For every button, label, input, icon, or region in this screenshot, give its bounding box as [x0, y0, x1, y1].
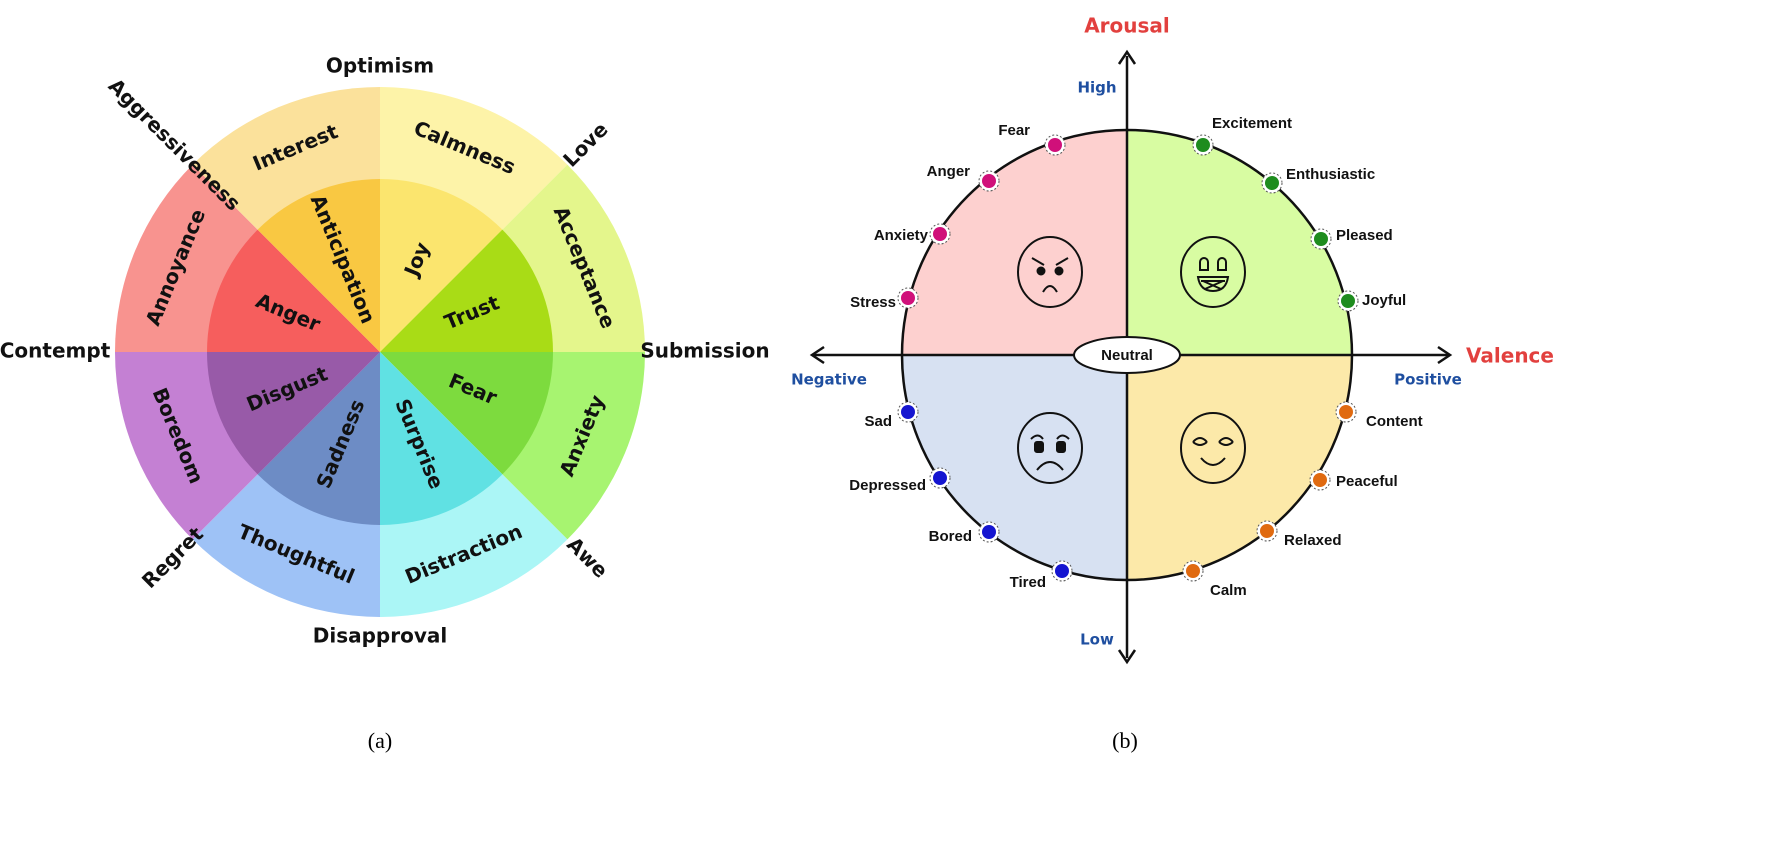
- dyad-label: Love: [558, 117, 613, 172]
- content-face-icon: [1180, 412, 1246, 484]
- neutral-label: Neutral: [1101, 347, 1153, 364]
- valence-positive-label: Positive: [1394, 371, 1462, 389]
- emotion-point: Stress: [850, 287, 919, 311]
- valence-title: Valence: [1466, 344, 1554, 368]
- emotion-point: Calm: [1182, 560, 1247, 599]
- dyad-label: Disapproval: [313, 624, 447, 648]
- emotion-point: Peaceful: [1309, 469, 1398, 491]
- excited-face-icon: [1180, 236, 1246, 308]
- inner-sector: [380, 352, 553, 475]
- point-dot: [933, 227, 947, 241]
- emotion-point: Fear: [998, 122, 1066, 156]
- emotion-point: Relaxed: [1256, 520, 1342, 549]
- emotion-point: Joyful: [1337, 290, 1406, 312]
- inner-sector: [380, 179, 503, 352]
- dyad-label: Regret: [137, 522, 208, 593]
- caption-a: (a): [368, 728, 392, 753]
- point-dot: [933, 471, 947, 485]
- emotion-point: Sad: [864, 401, 919, 430]
- point-dot: [1055, 564, 1069, 578]
- point-dot: [1339, 405, 1353, 419]
- point-label: Relaxed: [1284, 532, 1342, 549]
- arrow-down-icon: [1117, 649, 1137, 665]
- dyad-label: Awe: [562, 532, 613, 583]
- point-label: Anxiety: [874, 227, 929, 244]
- dyad-label: Optimism: [326, 54, 434, 78]
- point-dot: [901, 291, 915, 305]
- inner-sector: [257, 179, 380, 352]
- arousal-title: Arousal: [1084, 14, 1170, 38]
- point-label: Pleased: [1336, 227, 1393, 244]
- emotion-point: Tired: [1010, 560, 1073, 591]
- point-dot: [982, 525, 996, 539]
- emotion-point: Pleased: [1310, 227, 1393, 250]
- point-label: Enthusiastic: [1286, 166, 1375, 183]
- point-dot: [901, 405, 915, 419]
- emotion-point: Depressed: [849, 467, 951, 494]
- point-dot: [1314, 232, 1328, 246]
- point-label: Depressed: [849, 477, 926, 494]
- inner-sector: [380, 352, 503, 526]
- point-label: Bored: [929, 528, 972, 545]
- inner-sector: [207, 229, 380, 352]
- inner-sector: [257, 352, 380, 526]
- quadrant-positive-high: [1127, 130, 1352, 355]
- quadrant-negative-low: [902, 355, 1127, 580]
- caption-b: (b): [1112, 728, 1138, 753]
- point-label: Sad: [864, 413, 892, 430]
- point-dot: [1341, 294, 1355, 308]
- point-label: Tired: [1010, 574, 1046, 591]
- dyad-label: Submission: [640, 339, 769, 363]
- arousal-low-label: Low: [1080, 631, 1114, 649]
- point-label: Excitement: [1212, 115, 1292, 132]
- emotion-point: Anxiety: [874, 223, 951, 245]
- point-label: Peaceful: [1336, 473, 1398, 490]
- point-dot: [1048, 138, 1062, 152]
- emotion-point: Bored: [929, 521, 1000, 545]
- emotion-point: Anger: [927, 163, 1000, 192]
- point-label: Content: [1366, 413, 1423, 430]
- emotion-point: Enthusiastic: [1261, 166, 1375, 194]
- point-label: Joyful: [1362, 292, 1406, 309]
- emotion-point: Excitement: [1192, 115, 1292, 156]
- arousal-high-label: High: [1077, 79, 1116, 97]
- arrow-left-icon: [809, 345, 825, 365]
- arrow-up-icon: [1117, 49, 1137, 65]
- angry-face-icon: [1017, 236, 1083, 308]
- point-label: Stress: [850, 294, 896, 311]
- dyad-label: Contempt: [0, 339, 111, 363]
- arrow-right-icon: [1437, 345, 1453, 365]
- point-dot: [1196, 138, 1210, 152]
- neutral-ellipse: [1073, 336, 1181, 374]
- point-dot: [1186, 564, 1200, 578]
- point-dot: [1313, 473, 1327, 487]
- point-dot: [982, 174, 996, 188]
- inner-sector: [380, 229, 553, 352]
- valence-negative-label: Negative: [791, 371, 867, 389]
- point-dot: [1265, 176, 1279, 190]
- inner-sector: [207, 352, 380, 475]
- point-dot: [1260, 524, 1274, 538]
- point-label: Anger: [927, 163, 971, 180]
- point-label: Calm: [1210, 582, 1247, 599]
- sad-face-icon: [1017, 412, 1083, 484]
- emotion-point: Content: [1335, 401, 1423, 430]
- point-label: Fear: [998, 122, 1030, 139]
